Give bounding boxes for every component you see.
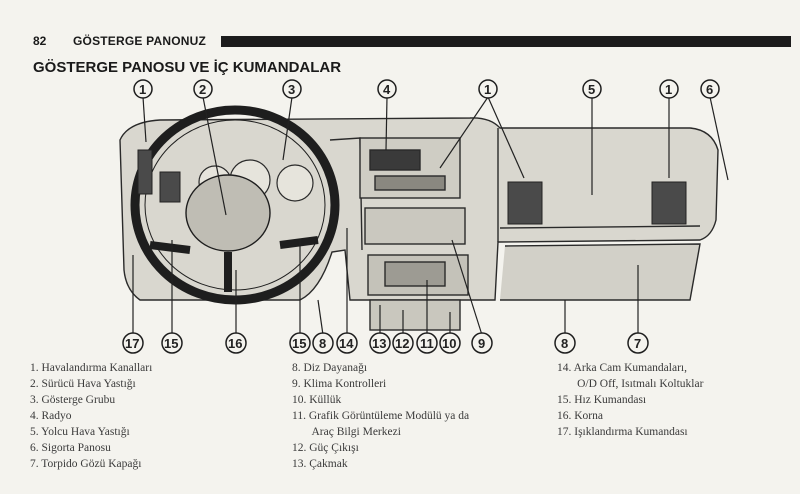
callout-3: 3 — [288, 82, 295, 97]
legend-item: 11. Grafik Görüntüleme Modülü ya da — [292, 410, 470, 422]
legend-item: 5. Yolcu Hava Yastığı — [30, 426, 130, 438]
legend-item: 7. Torpido Gözü Kapağı — [30, 458, 142, 470]
callout-2: 2 — [199, 82, 206, 97]
callout-8a: 8 — [319, 336, 326, 351]
callout-5: 5 — [588, 82, 595, 97]
legend-item: 17. Işıklandırma Kumandası — [557, 426, 688, 438]
callout-1c: 1 — [665, 82, 672, 97]
callout-7: 7 — [634, 336, 641, 351]
legend-item: 1. Havalandırma Kanalları — [30, 362, 153, 374]
legend-item: 6. Sigorta Panosu — [30, 442, 111, 454]
chapter-title: GÖSTERGE PANONUZ — [73, 34, 206, 48]
legend-item: 13. Çakmak — [292, 458, 348, 470]
callout-11: 11 — [420, 336, 434, 351]
legend-item: 9. Klima Kontrolleri — [292, 378, 387, 390]
callout-12: 12 — [395, 336, 409, 351]
legend-item: 2. Sürücü Hava Yastığı — [30, 378, 136, 390]
callout-4: 4 — [383, 82, 391, 97]
callout-1b: 1 — [484, 82, 491, 97]
legend-column-2: 8. Diz Dayanağı 9. Klima Kontrolleri 10.… — [292, 360, 469, 472]
callout-15b: 15 — [292, 336, 306, 351]
callout-15a: 15 — [164, 336, 178, 351]
legend-item: 10. Küllük — [292, 394, 342, 406]
dashboard-body — [119, 117, 719, 331]
callouts-bottom — [122, 332, 649, 354]
legend-item: 8. Diz Dayanağı — [292, 362, 368, 374]
legend-item: 15. Hız Kumandası — [557, 394, 647, 406]
legend-item: 16. Korna — [557, 410, 603, 422]
callout-10: 10 — [442, 336, 456, 351]
legend-item: Araç Bilgi Merkezi — [292, 426, 401, 438]
callout-1a: 1 — [139, 82, 146, 97]
callout-13: 13 — [372, 336, 386, 351]
legend-item: O/D Off, Isıtmalı Koltuklar — [557, 378, 704, 390]
air-vents — [137, 149, 687, 225]
steering-wheel — [130, 105, 340, 305]
page-header: 82 GÖSTERGE PANONUZ — [33, 34, 791, 50]
callout-14: 14 — [339, 336, 354, 351]
page-number: 82 — [33, 34, 47, 48]
legend-column-3: 14. Arka Cam Kumandaları, O/D Off, Isıtm… — [557, 360, 703, 440]
callout-9: 9 — [478, 336, 485, 351]
callout-leaders — [132, 96, 729, 336]
callout-16: 16 — [228, 336, 242, 351]
section-title: GÖSTERGE PANOSU VE İÇ KUMANDALAR — [33, 59, 342, 76]
legend-item: 3. Gösterge Grubu — [30, 394, 116, 406]
callout-17: 17 — [125, 336, 139, 351]
header-rule — [221, 36, 791, 47]
legend-column-1: 1. Havalandırma Kanalları 2. Sürücü Hava… — [30, 360, 152, 472]
legend-item: 12. Güç Çıkışı — [292, 442, 359, 454]
legend-item: 4. Radyo — [30, 410, 72, 422]
callout-8b: 8 — [561, 336, 568, 351]
callout-6: 6 — [706, 82, 713, 97]
legend-item: 14. Arka Cam Kumandaları, — [557, 362, 687, 374]
callouts-top — [133, 79, 720, 99]
